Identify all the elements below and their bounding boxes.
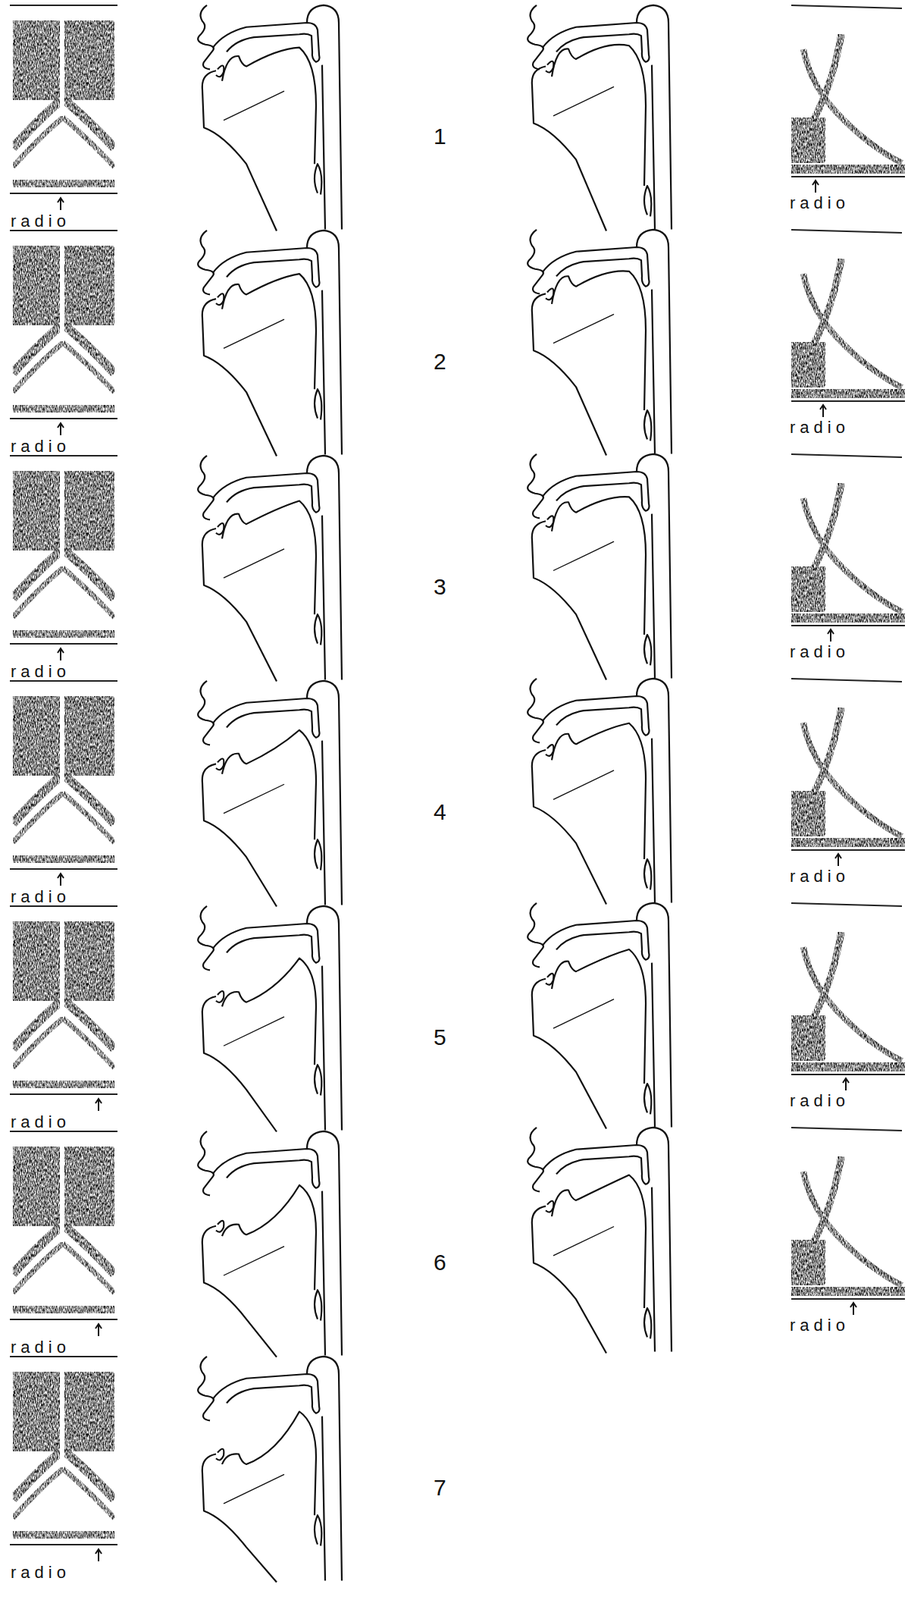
word-label: radio: [789, 194, 850, 212]
spectrogram: [9, 5, 118, 194]
time-marker: [95, 1098, 102, 1111]
time-marker: [842, 1077, 849, 1090]
vocal-tract-tracing: [527, 678, 672, 905]
spectrogram: [791, 678, 905, 850]
word-label: radio: [789, 867, 850, 885]
vocal-tract-tracing: [197, 680, 342, 907]
word-label: radio: [789, 643, 850, 661]
row-number: 6: [433, 1250, 447, 1274]
vocal-tract-tracing: [197, 230, 342, 457]
word-label: radio: [10, 1338, 71, 1356]
time-marker: [835, 853, 842, 866]
time-marker: [812, 180, 819, 193]
vocal-tract-tracing: [197, 5, 342, 232]
word-label: radio: [10, 1563, 71, 1581]
word-label: radio: [789, 1316, 850, 1334]
row-number: 7: [433, 1475, 447, 1499]
word-label: radio: [10, 212, 71, 230]
spectrogram: [9, 680, 118, 869]
word-label: radio: [10, 888, 71, 905]
spectrogram: [791, 1127, 905, 1299]
time-marker: [57, 873, 64, 886]
row-number: 5: [433, 1025, 447, 1049]
spectrogram: [9, 1130, 118, 1319]
time-marker: [57, 197, 64, 210]
time-marker: [95, 1548, 102, 1561]
vocal-tract-tracing: [527, 454, 672, 680]
vocal-tract-tracing: [197, 1130, 342, 1357]
word-label: radio: [789, 1092, 850, 1109]
vocal-tract-tracing: [197, 455, 342, 682]
row-number: 4: [433, 800, 447, 824]
vocal-tract-tracing: [527, 902, 672, 1129]
word-label: radio: [10, 663, 71, 680]
spectrogram: [9, 1355, 118, 1544]
word-label: radio: [789, 419, 850, 436]
vocal-tract-tracing: [197, 1355, 342, 1582]
time-marker: [820, 404, 827, 417]
vocal-tract-tracing: [197, 905, 342, 1132]
spectrogram: [9, 905, 118, 1094]
row-number: 3: [433, 575, 447, 599]
word-label: radio: [10, 1113, 71, 1131]
word-label: radio: [10, 438, 71, 455]
spectrogram: [791, 5, 905, 177]
time-marker: [57, 648, 64, 661]
row-number: 1: [433, 125, 447, 148]
time-marker: [95, 1323, 102, 1336]
vocal-tract-tracing: [527, 229, 672, 456]
spectrogram: [9, 230, 118, 419]
time-marker: [850, 1302, 857, 1315]
time-marker: [57, 422, 64, 436]
vocal-tract-tracing: [527, 5, 672, 232]
spectrogram: [791, 454, 905, 626]
row-number: 2: [433, 350, 447, 373]
spectrogram: [791, 902, 905, 1074]
spectrogram: [791, 229, 905, 401]
time-marker: [827, 629, 834, 642]
spectrogram: [9, 455, 118, 644]
vocal-tract-tracing: [527, 1127, 672, 1353]
